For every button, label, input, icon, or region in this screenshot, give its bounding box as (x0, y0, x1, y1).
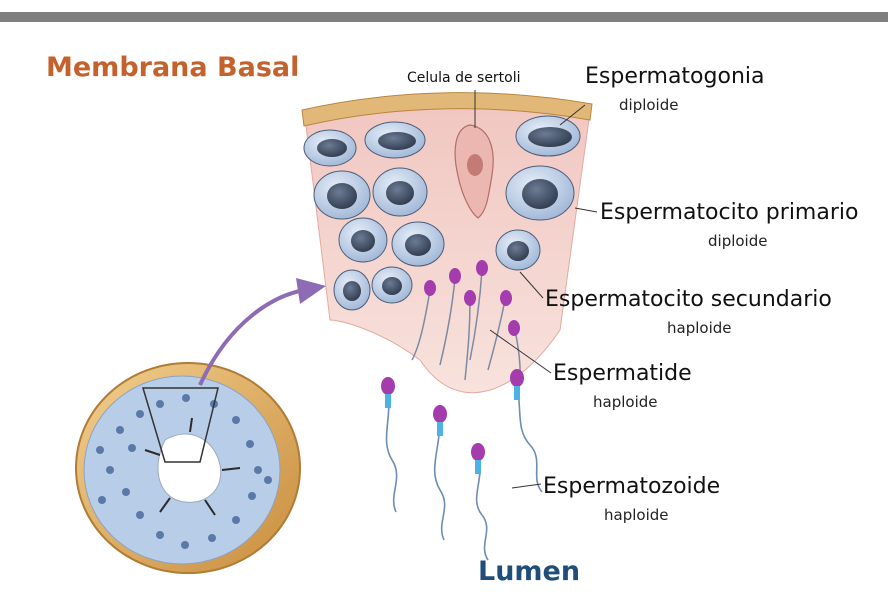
espermatide-label: Espermatide (553, 361, 692, 386)
espermatocito-secundario-label: Espermatocito secundario (545, 287, 832, 312)
espermatogonia-label: Espermatogonia (585, 64, 764, 89)
espermatocito-primario-ploidy: diploide (708, 232, 767, 250)
sertoli-nucleus (467, 154, 483, 176)
spermatozoa (387, 385, 542, 560)
espermatogonia-ploidy: diploide (619, 96, 678, 114)
espermatocito-secundario-ploidy: haploide (667, 319, 731, 337)
tubule-cross-section (76, 363, 300, 573)
sertoli-label: Celula de sertoli (407, 70, 521, 86)
espermatocito-primario-label: Espermatocito primario (600, 200, 858, 225)
espermatozoide-label: Espermatozoide (543, 474, 720, 499)
lumen-title: Lumen (478, 556, 580, 587)
zoom-arrow-head (296, 278, 326, 304)
membrana-basal-title: Membrana Basal (46, 52, 299, 83)
espermatide-ploidy: haploide (593, 393, 657, 411)
espermatozoide-ploidy: haploide (604, 506, 668, 524)
